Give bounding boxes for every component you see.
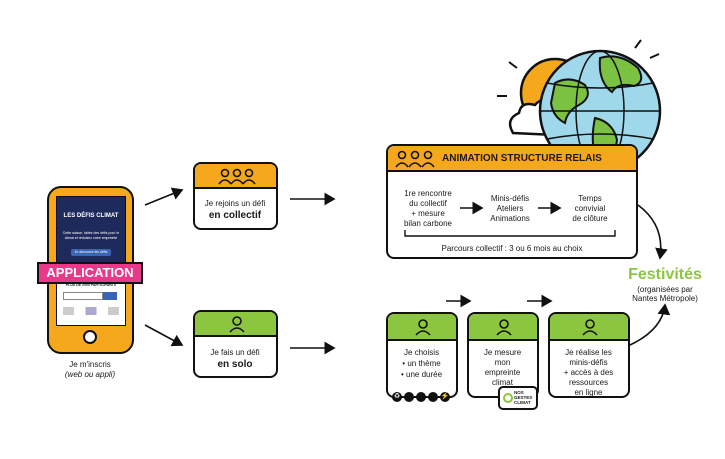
animation-inner-arrows — [404, 201, 616, 237]
phone-caption-line2: (web ou appli) — [64, 370, 116, 379]
collectif-card[interactable]: Je rejoins un défi en collectif — [193, 162, 278, 230]
animation-step-2: Minis-défis Ateliers Animations — [490, 194, 530, 223]
app-cta-button[interactable]: Je découvre les défis — [71, 249, 111, 256]
solo-step-3-line4: ressources — [568, 378, 609, 387]
collectif-line1: Je rejoins un défi — [204, 199, 266, 208]
animation-parcours: Parcours collectif : 3 ou 6 mois au choi… — [441, 244, 583, 253]
phone-home-button — [83, 330, 97, 344]
solo-step-1-line2: • un thème — [402, 359, 441, 368]
solo-step-1-line3: • une durée — [400, 370, 443, 379]
festivites-title: Festivités — [628, 266, 702, 283]
phone-screen: LES DÉFIS CLIMAT Cette saison, faites de… — [56, 196, 126, 326]
app-intro-text: Cette saison, faites des défis pour le c… — [62, 231, 120, 240]
solo-step-2-line1: Je mesure — [483, 348, 522, 357]
logo-text: NOS GESTES CLIMAT — [514, 390, 533, 405]
animation-step-1: 1re rencontre du collectif + mesure bila… — [403, 189, 453, 228]
application-badge: APPLICATION — [37, 262, 143, 284]
solo-step-3-line3: + accès à des — [563, 368, 614, 377]
app-title: LES DÉFIS CLIMAT — [63, 213, 119, 219]
person-icon — [496, 319, 512, 336]
group-icon — [218, 168, 256, 185]
partner-logos — [63, 307, 119, 315]
solo-step-2-line4: climat — [492, 378, 513, 387]
person-icon — [415, 319, 431, 336]
solo-step-1-line1: Je choisis — [403, 348, 440, 357]
solo-step-3: Je réalise les minis-défis + accès à des… — [548, 312, 630, 398]
festivites-sub2: Nantes Métropole) — [632, 294, 698, 303]
person-icon — [582, 319, 598, 336]
solo-step-3-line1: Je réalise les — [565, 348, 612, 357]
app-email-input[interactable] — [63, 292, 103, 300]
solo-step-3-line2: minis-défis — [569, 358, 608, 367]
solo-step-3-line5: en ligne — [574, 388, 603, 397]
solo-step-1: Je choisis • un thème • une durée — [386, 312, 458, 398]
solo-card[interactable]: Je fais un défi en solo — [193, 310, 278, 378]
bike-icon — [428, 392, 438, 402]
nos-gestes-climat-logo: NOS GESTES CLIMAT — [498, 386, 538, 410]
recycle-icon: ♻ — [392, 392, 402, 402]
collectif-line2: en collectif — [208, 210, 262, 221]
animation-card: ANIMATION STRUCTURE RELAIS 1re rencontre… — [386, 144, 638, 259]
solo-line2: en solo — [217, 359, 253, 370]
food-icon — [404, 392, 414, 402]
theme-icons: ♻ ⚡ — [392, 392, 454, 404]
group-icon — [395, 150, 435, 168]
phone-caption-line1: Je m'inscris — [69, 360, 111, 369]
solo-step-2-line3: empreinte — [484, 368, 521, 377]
arrow-animation-to-festivites — [637, 204, 668, 260]
person-icon — [229, 316, 245, 333]
festivites-sub1: (organisées par — [637, 285, 693, 294]
globe-icon — [416, 392, 426, 402]
arrow-phone-to-solo — [144, 324, 184, 347]
solo-line1: Je fais un défi — [210, 348, 260, 357]
animation-title: ANIMATION STRUCTURE RELAIS — [442, 153, 602, 164]
solo-step-2-line2: mon — [494, 358, 511, 367]
arrow-solo-to-festivites — [629, 303, 671, 346]
arrow-phone-to-collectif — [144, 187, 184, 206]
solo-step-2: Je mesure mon empreinte climat — [467, 312, 539, 398]
app-submit-button[interactable] — [103, 292, 117, 300]
app-form-title: PLUS DE 2000 PARTICIPANTS — [65, 283, 117, 287]
animation-step-3: Temps convivial de clôture — [572, 194, 608, 223]
energy-icon: ⚡ — [440, 392, 450, 402]
